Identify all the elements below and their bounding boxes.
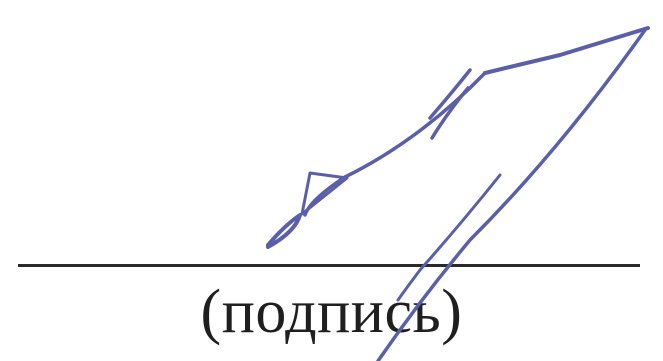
signature-stroke-flourish (266, 213, 302, 249)
signature-stroke-tick-2 (430, 86, 470, 140)
signature-stroke-diagonal (303, 71, 487, 217)
signature-stroke-triangle (300, 171, 349, 216)
signature-stroke-top (483, 26, 650, 75)
signature-stroke-main (376, 28, 647, 361)
signature-stroke-inner (396, 173, 502, 302)
signature-stroke-tick-1 (428, 68, 472, 120)
signature-line (18, 264, 640, 267)
signature-caption: (подпись) (200, 278, 463, 346)
